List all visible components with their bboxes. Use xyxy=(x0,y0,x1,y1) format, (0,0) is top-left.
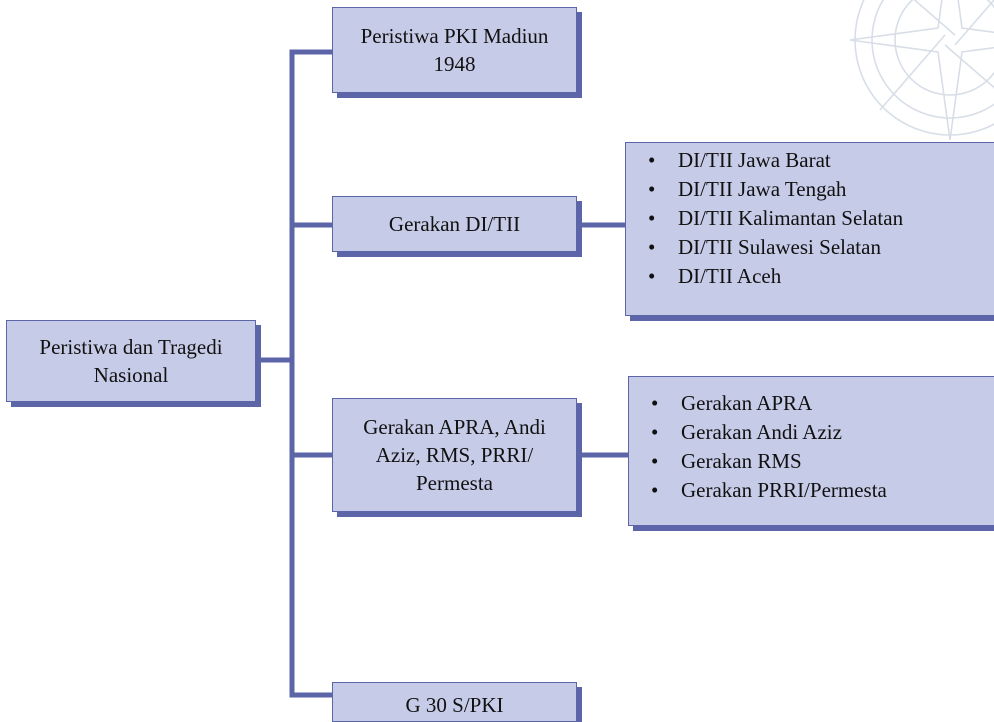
detail-list-apra: Gerakan APRA Gerakan Andi Aziz Gerakan R… xyxy=(628,376,994,526)
branch-node-g30: G 30 S/PKI xyxy=(332,682,577,722)
branch-node-g30-text: G 30 S/PKI xyxy=(405,691,503,719)
apra-line-3: Permesta xyxy=(416,471,493,495)
list-item: DI/TII Jawa Barat xyxy=(626,146,994,175)
apra-line-1: Gerakan APRA, Andi xyxy=(363,415,546,439)
branch-node-ditii: Gerakan DI/TII xyxy=(332,196,577,252)
list-item: Gerakan RMS xyxy=(629,447,994,476)
branch-node-apra-text: Gerakan APRA, Andi Aziz, RMS, PRRI/ Perm… xyxy=(363,413,546,497)
list-item: Gerakan APRA xyxy=(629,389,994,418)
g30-line-1: G 30 S/PKI xyxy=(405,693,504,717)
branch-node-ditii-text: Gerakan DI/TII xyxy=(389,210,520,238)
list-item: Gerakan Andi Aziz xyxy=(629,418,994,447)
root-line-1: Peristiwa dan Tragedi xyxy=(39,335,223,359)
list-item: DI/TII Sulawesi Selatan xyxy=(626,233,994,262)
detail-list-ditii: DI/TII Jawa Barat DI/TII Jawa Tengah DI/… xyxy=(625,142,994,316)
detail-list-ditii-items: DI/TII Jawa Barat DI/TII Jawa Tengah DI/… xyxy=(626,146,994,291)
branch-node-apra: Gerakan APRA, Andi Aziz, RMS, PRRI/ Perm… xyxy=(332,398,577,512)
list-item: Gerakan PRRI/Permesta xyxy=(629,476,994,505)
root-node: Peristiwa dan Tragedi Nasional xyxy=(6,320,256,402)
root-node-text: Peristiwa dan Tragedi Nasional xyxy=(39,333,222,389)
apra-line-2: Aziz, RMS, PRRI/ xyxy=(375,443,534,467)
root-line-2: Nasional xyxy=(93,363,169,387)
branch-node-madiun-text: Peristiwa PKI Madiun 1948 xyxy=(361,22,549,78)
ditii-line-1: Gerakan DI/TII xyxy=(388,212,521,236)
branch-node-madiun: Peristiwa PKI Madiun 1948 xyxy=(332,7,577,93)
madiun-line-2: 1948 xyxy=(433,52,476,76)
madiun-line-1: Peristiwa PKI Madiun xyxy=(360,24,549,48)
list-item: DI/TII Jawa Tengah xyxy=(626,175,994,204)
detail-list-apra-items: Gerakan APRA Gerakan Andi Aziz Gerakan R… xyxy=(629,389,994,505)
list-item: DI/TII Aceh xyxy=(626,262,994,291)
list-item: DI/TII Kalimantan Selatan xyxy=(626,204,994,233)
